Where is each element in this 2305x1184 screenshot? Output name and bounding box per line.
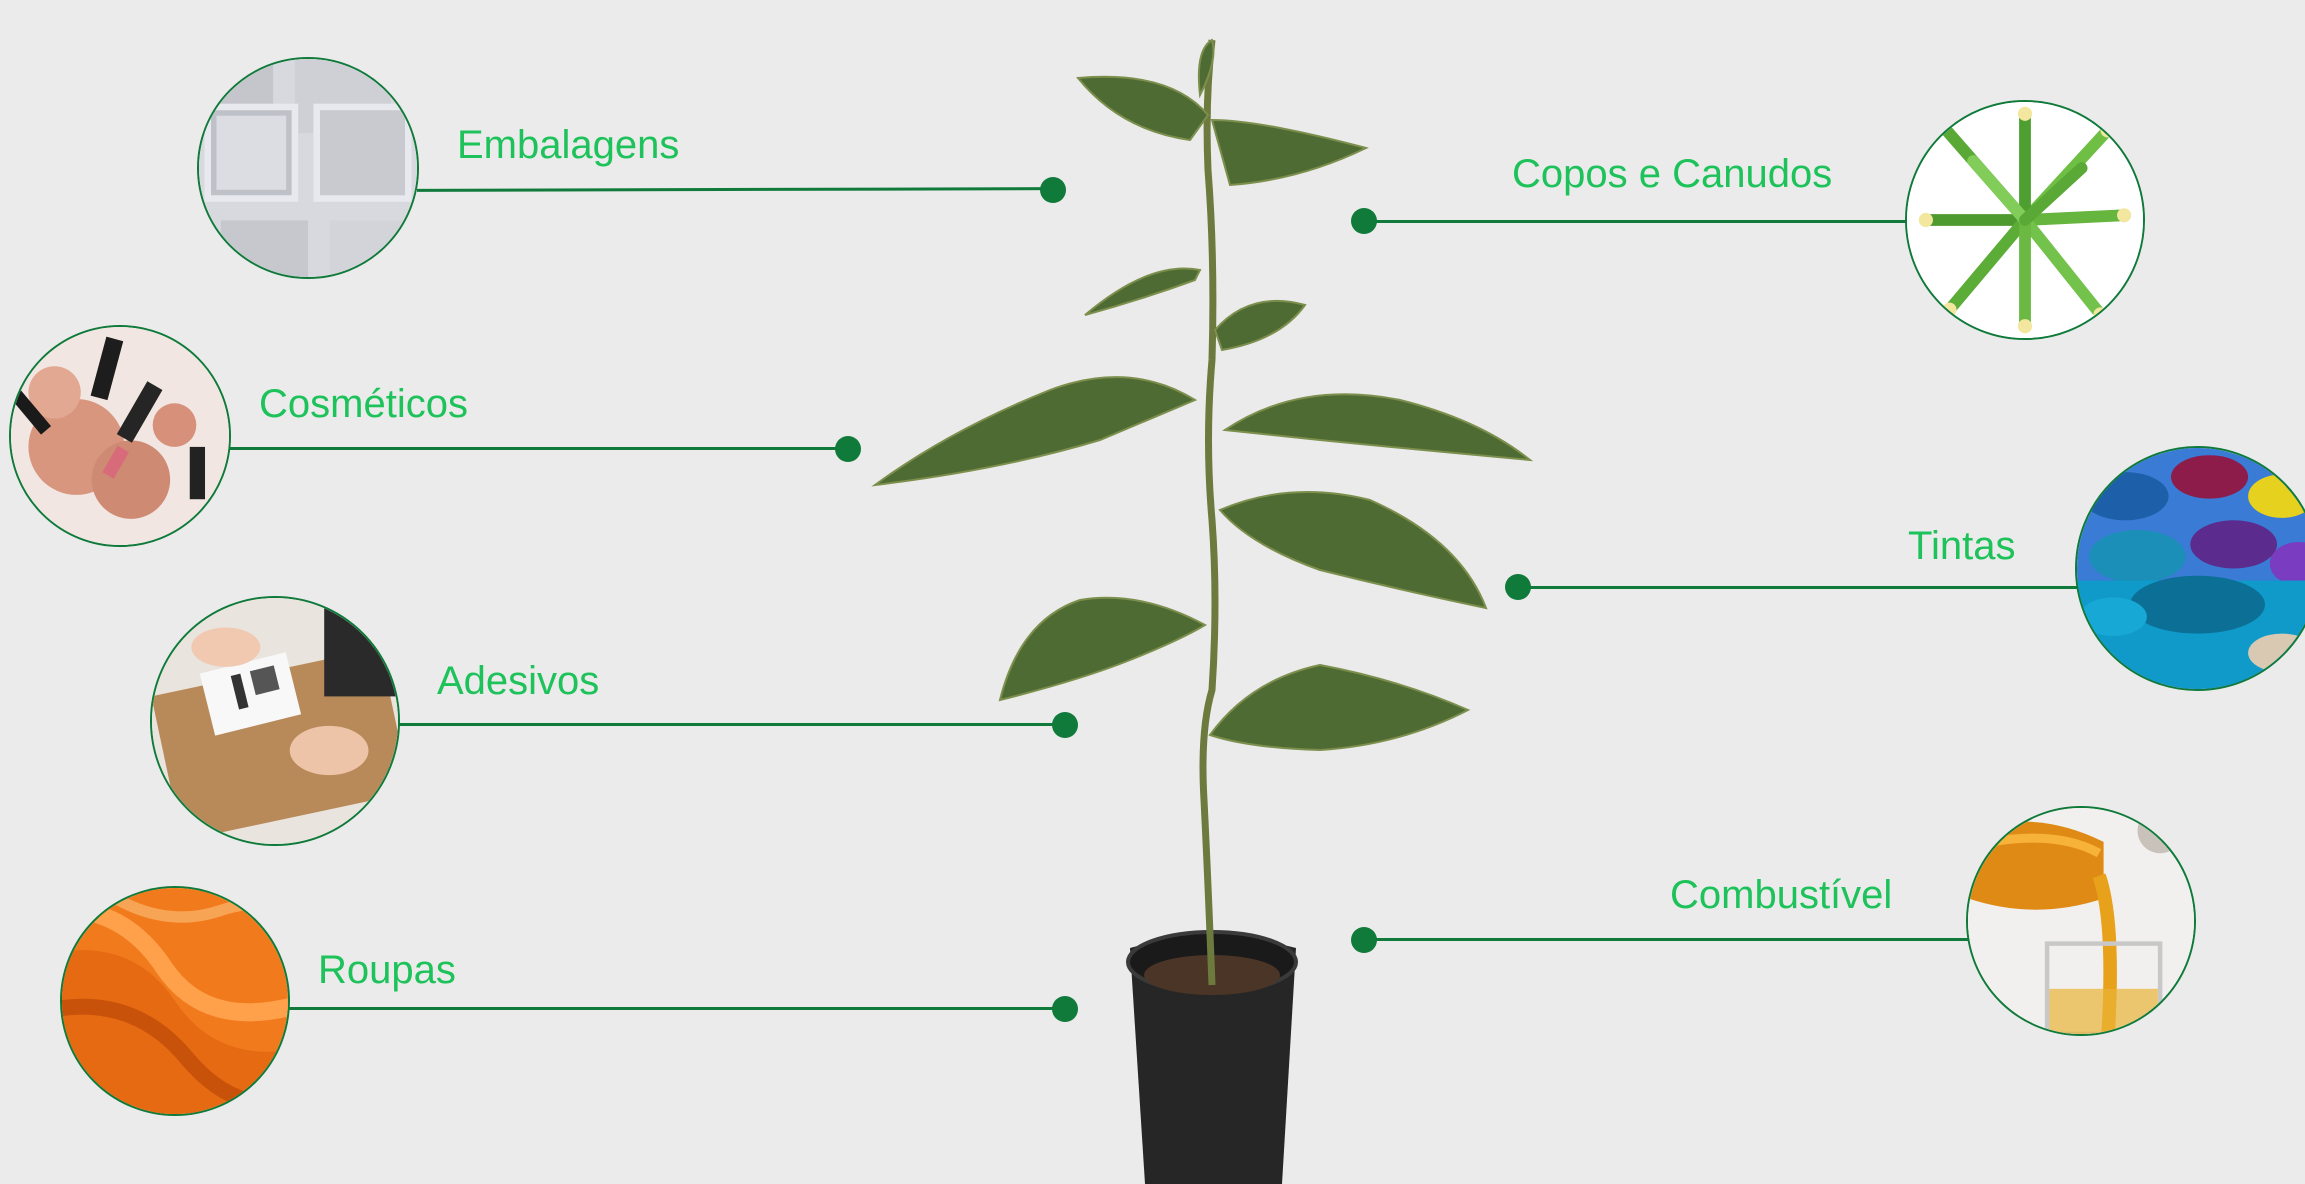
packaging-thumbnail <box>197 57 419 279</box>
tintas-label: Tintas <box>1908 524 2016 568</box>
combustivel-label: Combustível <box>1670 873 1893 917</box>
tintas-dot <box>1505 574 1531 600</box>
copos-canudos-dot <box>1351 208 1377 234</box>
adesivos-connector <box>398 723 1066 726</box>
embalagens-dot <box>1040 177 1066 203</box>
adesivos-dot <box>1052 712 1078 738</box>
cosmetics-image-icon <box>11 327 229 545</box>
tintas-connector <box>1530 586 2077 589</box>
cosmeticos-dot <box>835 436 861 462</box>
cosmeticos-label: Cosméticos <box>259 382 468 426</box>
roupas-label: Roupas <box>318 948 456 992</box>
combustivel-connector <box>1364 938 1968 941</box>
fabric-thumbnail <box>60 886 290 1116</box>
adhesive-label-image-icon <box>152 598 398 844</box>
adesivos-label: Adesivos <box>437 659 600 703</box>
cosmetics-thumbnail <box>9 325 231 547</box>
cosmeticos-connector <box>229 447 849 450</box>
fuel-thumbnail <box>1966 806 2196 1036</box>
fabric-image-icon <box>62 888 288 1114</box>
copos-canudos-label: Copos e Canudos <box>1512 152 1833 196</box>
embalagens-label: Embalagens <box>457 123 680 167</box>
roupas-dot <box>1052 996 1078 1022</box>
paint-cans-image-icon <box>2077 448 2305 689</box>
roupas-connector <box>288 1007 1066 1010</box>
packaging-image-icon <box>199 59 417 277</box>
straws-thumbnail <box>1905 100 2145 340</box>
paint-thumbnail <box>2075 446 2305 691</box>
adhesive-thumbnail <box>150 596 400 846</box>
combustivel-dot <box>1351 927 1377 953</box>
fuel-image-icon <box>1968 808 2194 1034</box>
potted-plant-image-icon <box>871 38 1534 1184</box>
straws-image-icon <box>1907 102 2143 338</box>
copos-canudos-connector <box>1364 220 1907 223</box>
